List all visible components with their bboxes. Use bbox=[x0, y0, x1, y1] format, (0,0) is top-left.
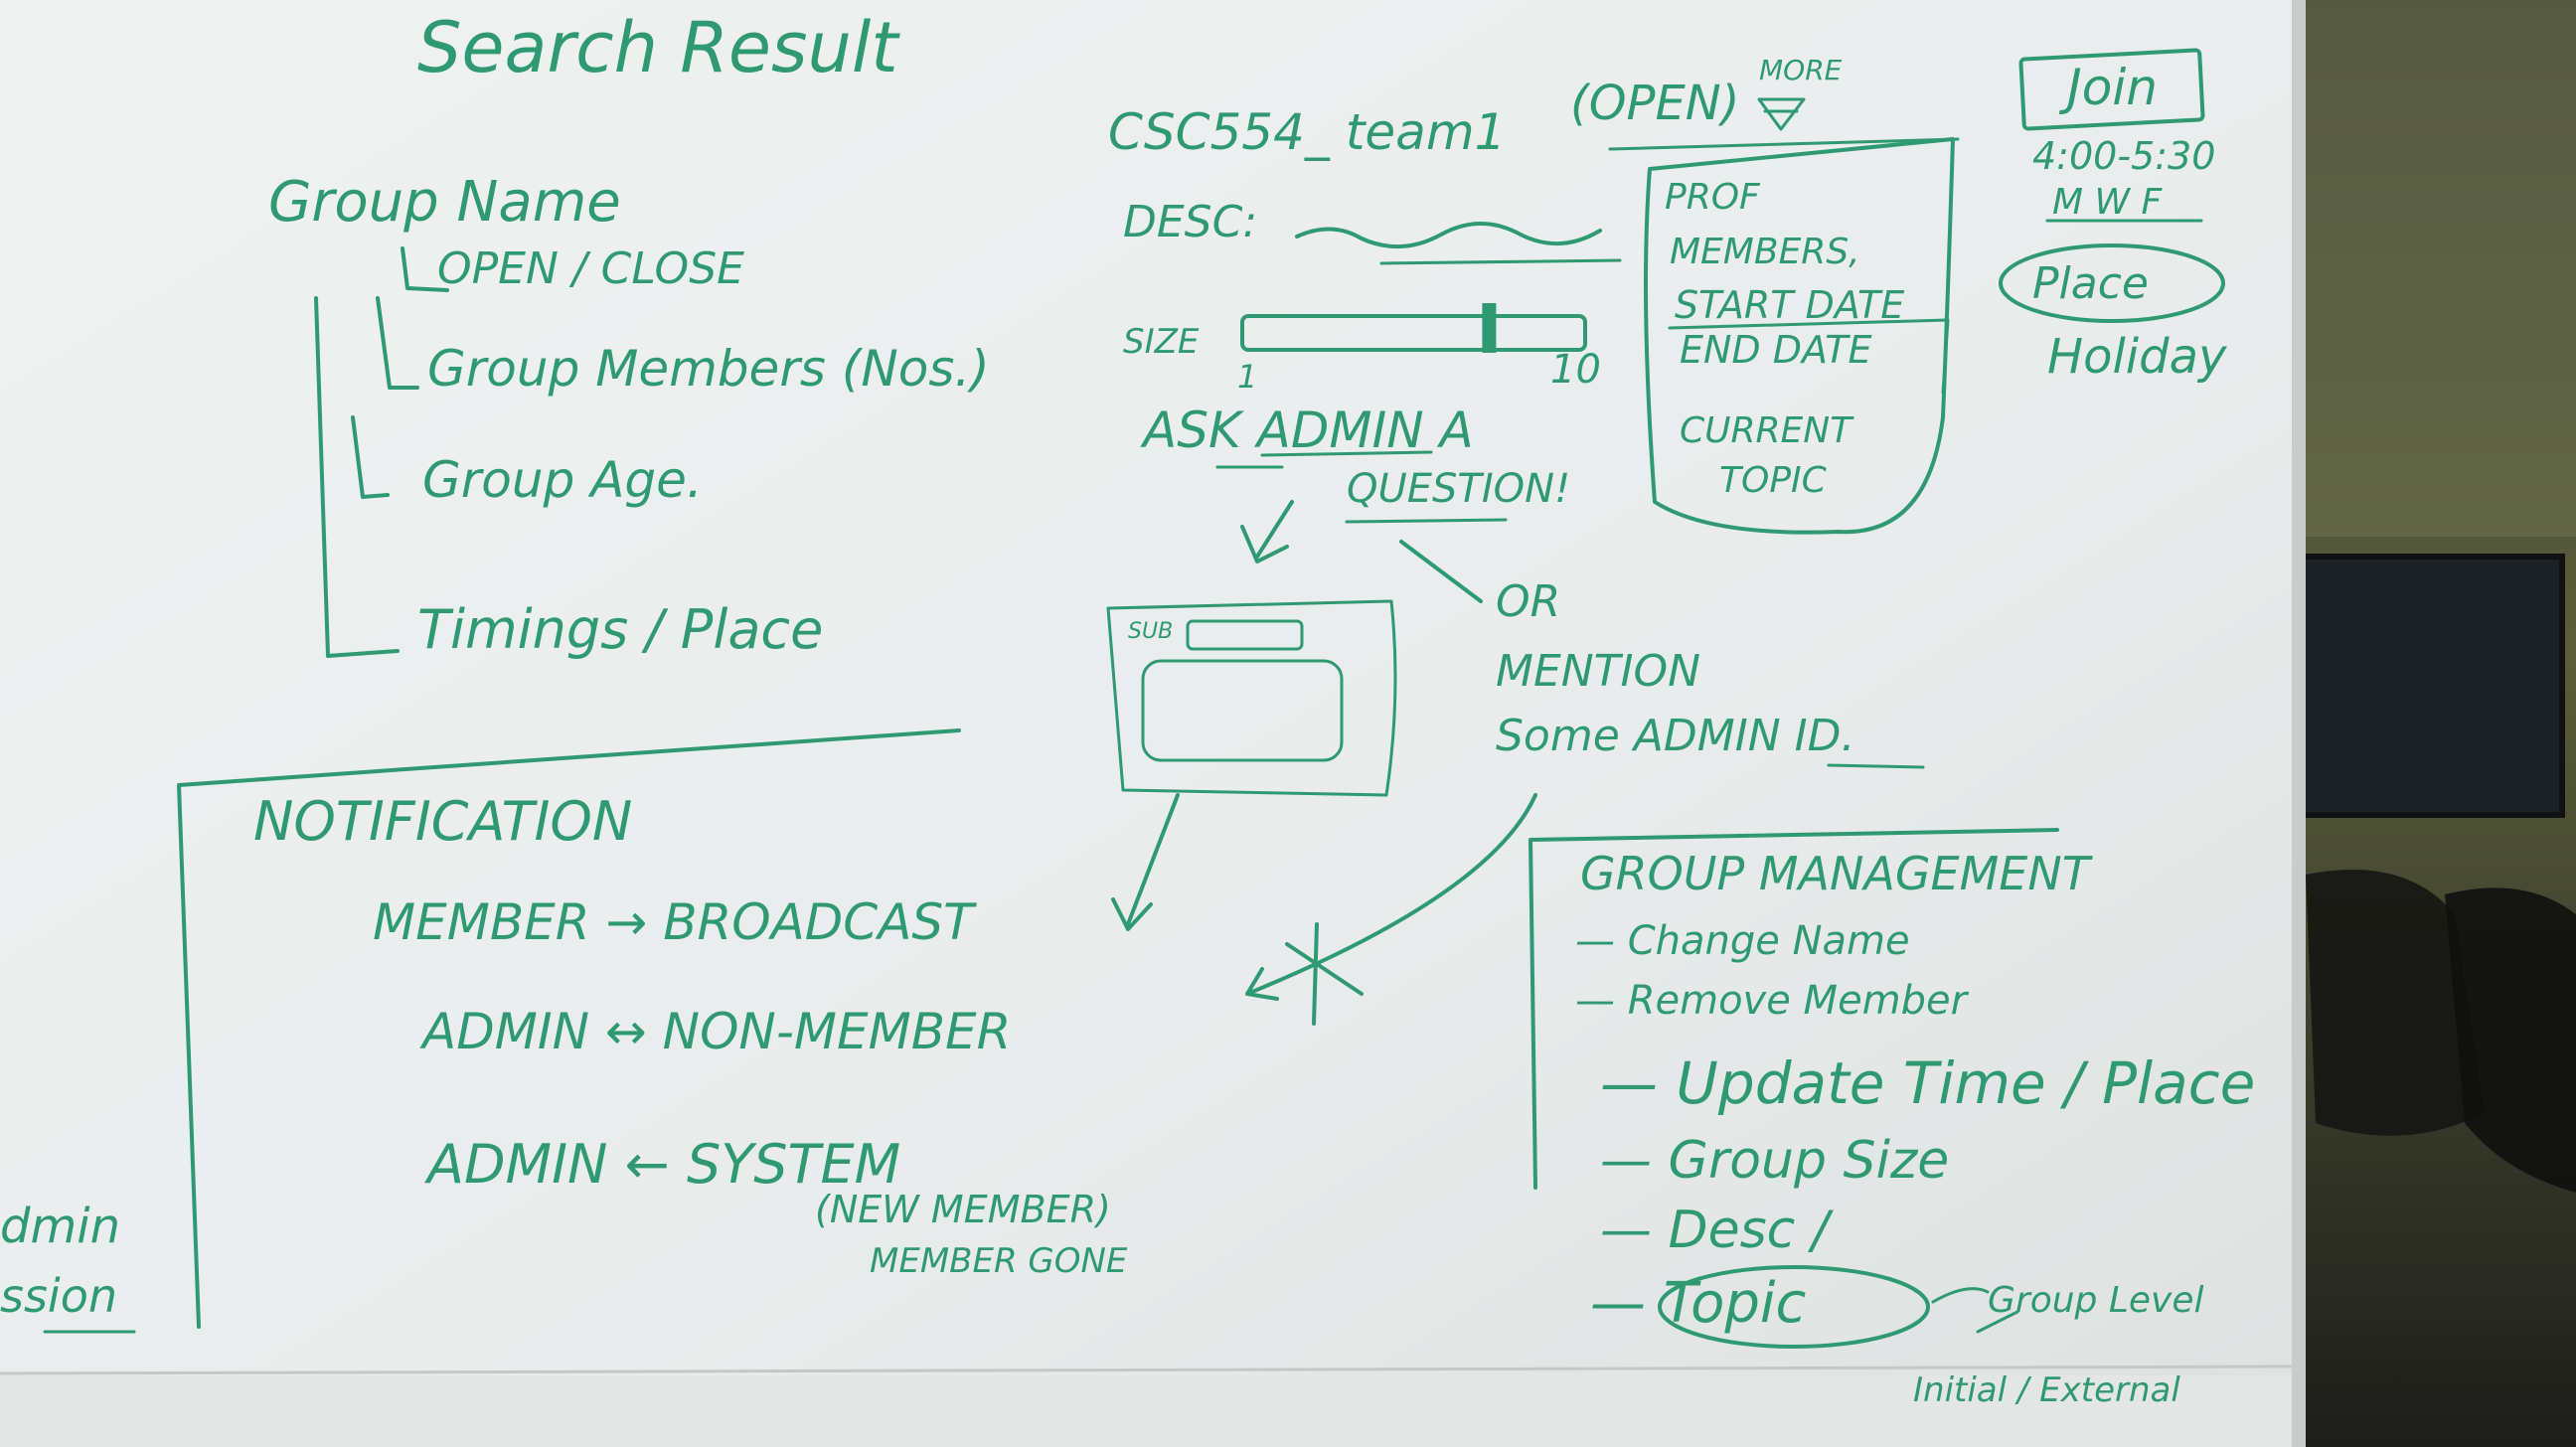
group-management-frame bbox=[1529, 828, 2059, 1190]
side-panel-topic: TOPIC bbox=[1719, 460, 1828, 501]
group-card-name: CSC554_ team1 bbox=[1108, 103, 1506, 161]
chair-shape bbox=[2306, 870, 2485, 1136]
question-underline bbox=[1345, 518, 1508, 524]
side-panel-frame bbox=[1644, 137, 1955, 535]
group-management-item-3: — Update Time / Place bbox=[1600, 1049, 2255, 1117]
group-info-item-members: Group Members (Nos.) bbox=[427, 340, 990, 398]
or-line-2: MENTION bbox=[1496, 646, 1700, 697]
join-button-sketch bbox=[2018, 48, 2205, 131]
size-max-label: 10 bbox=[1550, 347, 1601, 393]
desc-scribble bbox=[1295, 222, 1602, 248]
notification-line-1: MEMBER → BROADCAST bbox=[373, 893, 977, 951]
days-label: M W F bbox=[2052, 182, 2164, 223]
group-info-item-open: OPEN / CLOSE bbox=[437, 243, 744, 294]
ask-admin-underline bbox=[1215, 450, 1433, 469]
group-management-item-1: — Change Name bbox=[1575, 918, 1910, 964]
form-sketch-frame bbox=[1106, 599, 1397, 797]
group-management-heading: GROUP MANAGEMENT bbox=[1580, 847, 2094, 900]
id-underline bbox=[1827, 763, 1925, 769]
topic-circle bbox=[1658, 1265, 1930, 1349]
whiteboard bbox=[0, 0, 2304, 1447]
notification-system-note-2: MEMBER GONE bbox=[870, 1241, 1128, 1281]
side-panel-end-date: END DATE bbox=[1680, 328, 1872, 372]
arrow-to-form bbox=[1240, 500, 1294, 563]
room-wall bbox=[2304, 0, 2576, 537]
curved-arrow bbox=[1245, 793, 1537, 1001]
notification-heading: NOTIFICATION bbox=[253, 790, 632, 853]
form-subject-field bbox=[1186, 619, 1304, 651]
topic-note-2: Initial / External bbox=[1913, 1370, 2180, 1410]
ask-admin-line-1: ASK ADMIN A bbox=[1140, 402, 1474, 459]
size-slider-track bbox=[1240, 314, 1587, 352]
join-label: Join bbox=[2058, 59, 2158, 116]
time-label: 4:00-5:30 bbox=[2032, 134, 2215, 178]
or-line bbox=[1399, 540, 1483, 603]
or-line-3: Some ADMIN ID. bbox=[1496, 711, 1854, 761]
group-management-item-4: — Group Size bbox=[1600, 1131, 1949, 1191]
size-min-label: 1 bbox=[1237, 358, 1257, 396]
group-name-heading: Group Name bbox=[268, 170, 621, 235]
left-edge-fragment-2: ssion bbox=[0, 1269, 117, 1323]
topic-connector bbox=[1931, 1287, 2019, 1334]
arrow-to-notification bbox=[1111, 793, 1180, 931]
side-panel-start-date: START DATE bbox=[1675, 283, 1904, 327]
size-label: SIZE bbox=[1123, 322, 1200, 362]
place-label: Place bbox=[2032, 258, 2149, 309]
group-management-item-2: — Remove Member bbox=[1575, 978, 1970, 1024]
place-circle bbox=[1999, 243, 2225, 323]
or-line-1: OR bbox=[1496, 576, 1560, 627]
card-underline bbox=[1608, 137, 1960, 151]
cross-mark bbox=[1285, 922, 1364, 1026]
group-info-item-age: Group Age. bbox=[422, 451, 703, 509]
tree-line bbox=[314, 246, 449, 658]
notification-system-note-1: (NEW MEMBER) bbox=[815, 1188, 1111, 1231]
size-slider-knob bbox=[1482, 303, 1497, 353]
form-body-field bbox=[1141, 659, 1344, 762]
side-panel-current: CURRENT bbox=[1680, 410, 1854, 451]
side-panel-prof: PROF bbox=[1665, 177, 1761, 218]
group-management-item-6: — Topic bbox=[1590, 1271, 1806, 1336]
side-panel-members: MEMBERS, bbox=[1670, 232, 1860, 272]
topic-note: Group Level bbox=[1988, 1280, 2204, 1321]
desc-line bbox=[1379, 258, 1622, 265]
notification-line-3: ADMIN ← SYSTEM bbox=[424, 1133, 900, 1196]
group-card-desc-label: DESC: bbox=[1123, 197, 1257, 247]
board-title: Search Result bbox=[417, 7, 900, 88]
form-sub-label: SUB bbox=[1128, 619, 1173, 644]
notification-frame bbox=[177, 728, 961, 1329]
board-tray-shadow bbox=[0, 1375, 2292, 1447]
ask-admin-line-2: QUESTION! bbox=[1347, 466, 1570, 512]
group-management-item-5: — Desc / bbox=[1600, 1201, 1835, 1260]
notification-line-2: ADMIN ↔ NON-MEMBER bbox=[419, 1003, 1011, 1060]
tv-screen bbox=[2291, 554, 2565, 818]
whiteboard-frame-right bbox=[2292, 0, 2306, 1447]
more-triangle-icon bbox=[1757, 97, 1806, 131]
left-edge-fragment-1: dmin bbox=[0, 1199, 120, 1254]
group-card-more: MORE bbox=[1759, 54, 1843, 86]
group-card-status: (OPEN) bbox=[1570, 76, 1739, 131]
holiday-label: Holiday bbox=[2047, 329, 2227, 385]
group-info-item-timings: Timings / Place bbox=[417, 598, 823, 661]
whiteboard-lower-edge bbox=[0, 1365, 2293, 1375]
chair-shape-2 bbox=[2445, 887, 2576, 1193]
start-date-box bbox=[1668, 318, 1950, 395]
